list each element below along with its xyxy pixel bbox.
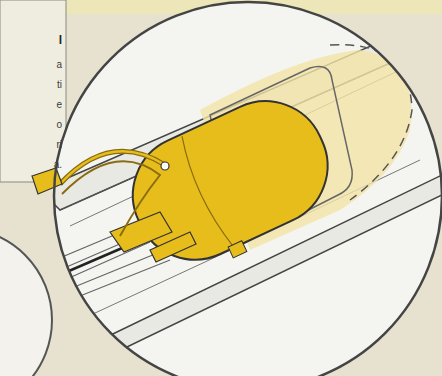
sensor-box [32, 168, 62, 194]
panel-text: a. [54, 160, 62, 170]
magnifier-outline [54, 2, 442, 376]
panel-text: ri [56, 140, 62, 150]
panel-text: ti [57, 80, 62, 90]
panel-text: e [56, 100, 62, 110]
panel-text: a [56, 60, 62, 70]
panel-text: l [59, 34, 62, 46]
text-panel [0, 0, 66, 182]
side-circle [0, 228, 52, 376]
panel-text: o [56, 120, 62, 130]
magnifier-circle [54, 2, 442, 376]
